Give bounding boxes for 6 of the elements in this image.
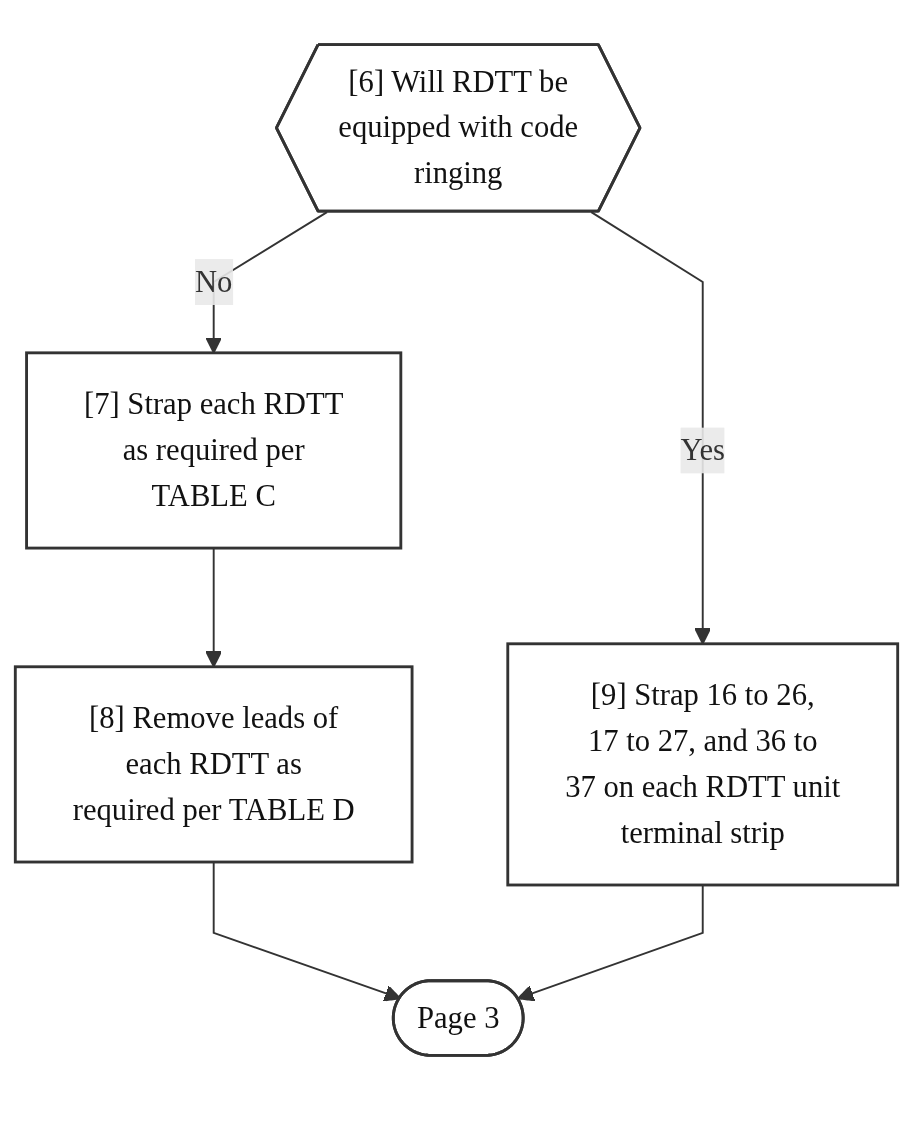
node-box: [9] Strap 16 to 26, 17 to 27, and 36 to 37 on each RDTT unit terminal strip: [506, 642, 900, 887]
arrow: [517, 884, 704, 1002]
node-box: [7] Strap each RDTT as required per TABLE C: [25, 351, 403, 550]
edge-label: Yes: [680, 433, 726, 466]
edge-label: No: [194, 264, 233, 298]
node-box: [8] Remove leads of each RDTT as required per TABLE D: [13, 665, 414, 864]
